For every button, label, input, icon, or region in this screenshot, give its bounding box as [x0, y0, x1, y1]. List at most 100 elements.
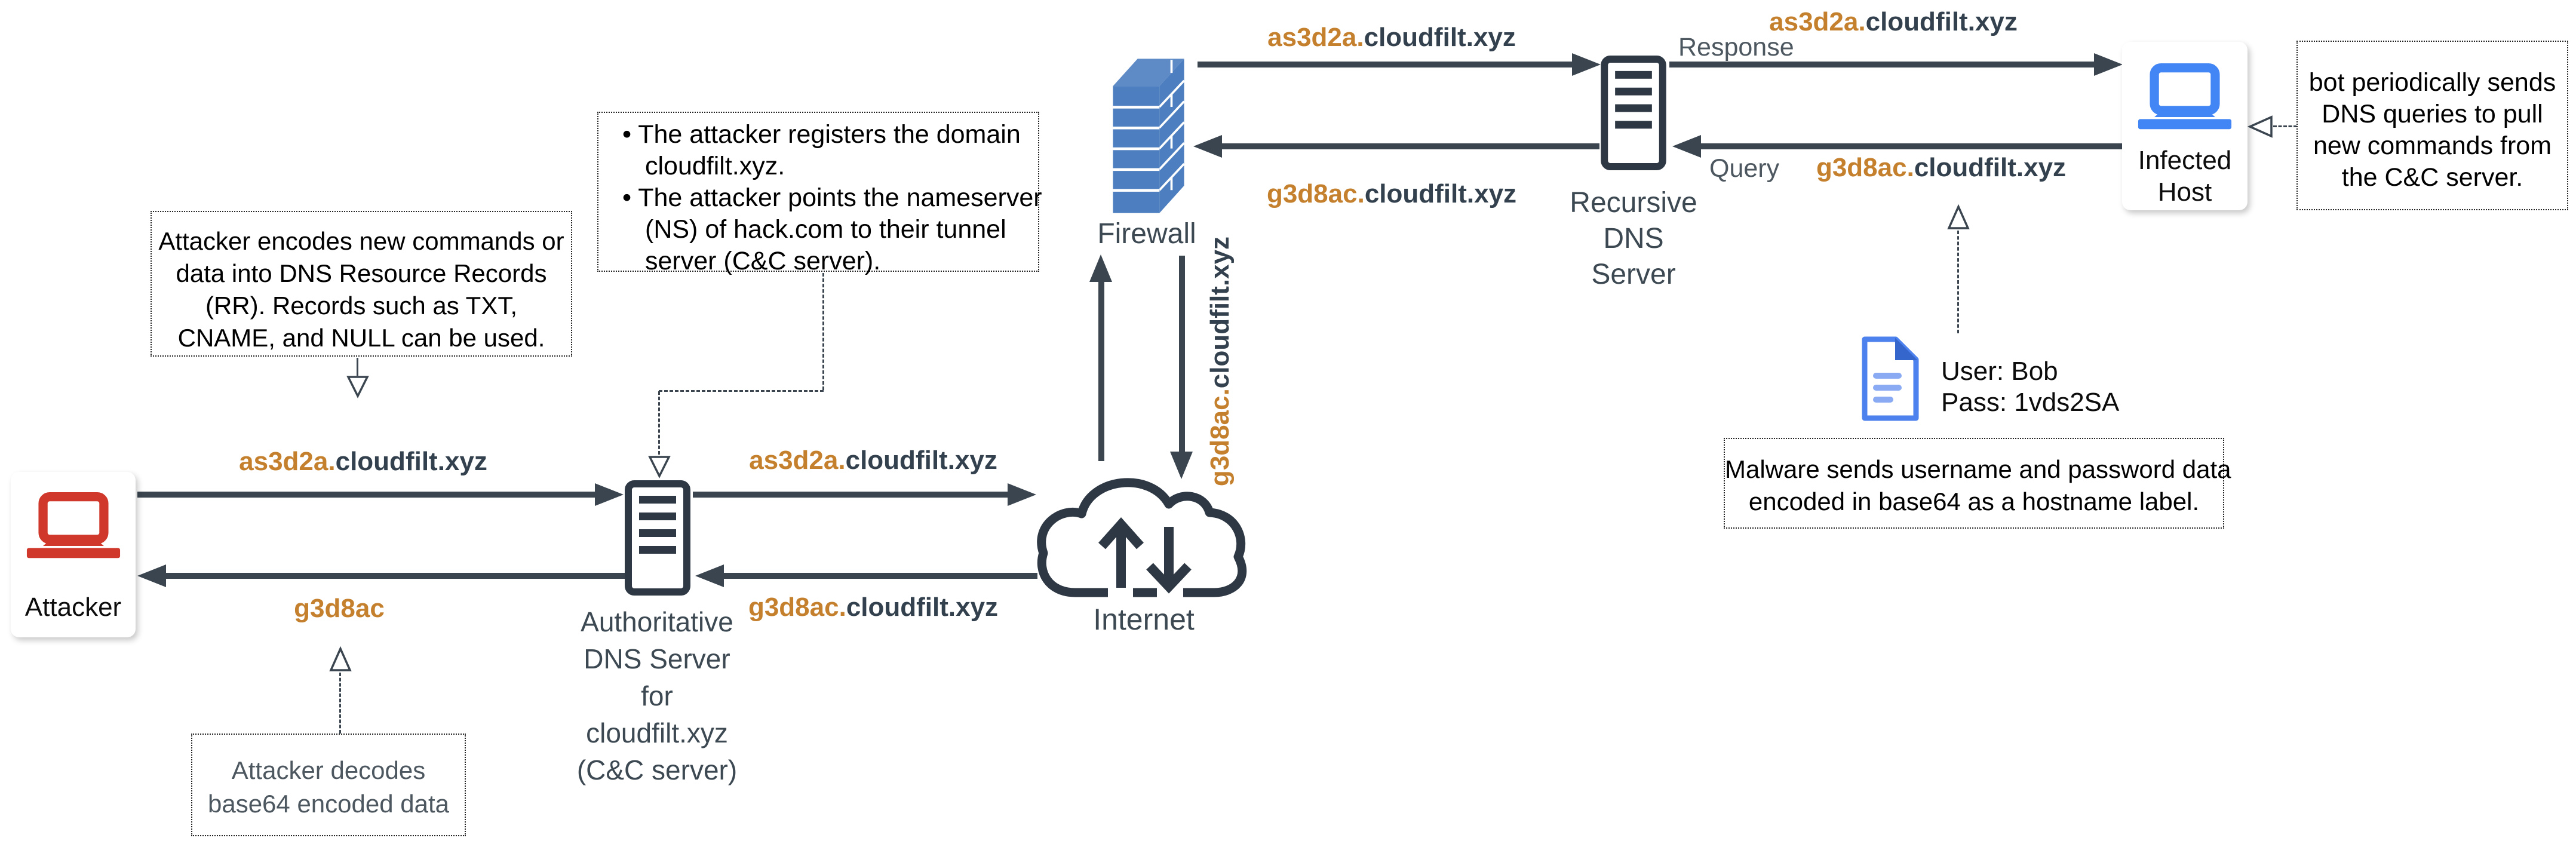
edge-auth-to-attacker-line: [166, 573, 625, 579]
edge-label-firewall-to-recursive: as3d2a.cloudfilt.xyz: [1254, 23, 1529, 53]
domain-text: cloudfilt.xyz: [1364, 23, 1516, 52]
note-line: DNS queries to pull: [2322, 100, 2543, 128]
note-line: • The attacker registers the domain: [622, 120, 1021, 149]
domain-text: cloudfilt.xyz: [1364, 179, 1517, 208]
label-row: Recursive: [1570, 187, 1697, 219]
edge-label-recursive-to-firewall: g3d8ac.cloudfilt.xyz: [1260, 179, 1523, 209]
arrowhead-left-icon: [1672, 135, 1701, 158]
open-arrowhead-up-icon: [1947, 204, 1970, 229]
arrowhead-right-icon: [2094, 53, 2123, 76]
edge-label-auth-to-internet: as3d2a.cloudfilt.xyz: [748, 446, 999, 475]
response-tag: Response: [1678, 33, 1794, 62]
open-arrowhead-left-icon: [2248, 115, 2273, 138]
register-connector-segment: [822, 273, 824, 390]
open-arrowhead-down-icon: [648, 456, 671, 478]
note-line: cloudfilt.xyz.: [645, 152, 785, 180]
edge-label-infected-to-recursive: g3d8ac.cloudfilt.xyz: [1816, 153, 2067, 183]
node-infected-host: Infected Host: [2122, 42, 2248, 210]
domain-text: cloudfilt.xyz: [1205, 236, 1235, 389]
query-tag: Query: [1709, 154, 1780, 183]
note-register-domain: • The attacker registers the domain clou…: [597, 112, 1042, 275]
label-row: DNS: [1603, 223, 1664, 254]
arrowhead-right-icon: [1572, 53, 1601, 76]
subdomain-text: as3d2a.: [1267, 23, 1364, 52]
note-bot-queries: bot periodically sends DNS queries to pu…: [2296, 41, 2568, 210]
edge-auth-to-internet-line: [693, 492, 1008, 498]
note-line: data into DNS Resource Records: [176, 259, 547, 287]
cloud-transfer-icon: [1037, 478, 1247, 597]
subdomain-text: as3d2a.: [239, 447, 336, 476]
edge-recursive-to-firewall-line: [1222, 143, 1599, 149]
note-attacker-encodes: Attacker encodes new commands or data in…: [151, 211, 572, 357]
decode-connector-line: [339, 673, 341, 734]
laptop-icon: [2138, 63, 2232, 130]
open-arrowhead-down-icon: [346, 376, 369, 398]
note-line: Attacker decodes: [231, 756, 426, 784]
label-row: cloudfilt.xyz: [586, 717, 728, 748]
attacker-label: Attacker: [24, 593, 122, 622]
firewall-label: Firewall: [1097, 218, 1196, 250]
recursive-dns-label: Recursive DNS Server: [1535, 185, 1732, 293]
note-line: (NS) of hack.com to their tunnel: [645, 215, 1006, 244]
arrowhead-left-icon: [695, 564, 724, 587]
label-row: DNS Server: [584, 643, 730, 674]
server-tower-icon: [625, 480, 690, 596]
credentials-connector-line: [1957, 231, 1959, 333]
label-row: Infected: [2138, 146, 2232, 175]
subdomain-text: as3d2a.: [749, 446, 846, 475]
edge-firewall-to-recursive-line: [1198, 62, 1572, 67]
edge-label-firewall-internet-vertical: g3d8ac.cloudfilt.xyz: [1205, 236, 1235, 487]
authoritative-dns-label: Authoritative DNS Server for cloudfilt.x…: [552, 603, 762, 788]
domain-text: cloudfilt.xyz: [1914, 153, 2067, 182]
edge-label-auth-to-attacker: g3d8ac: [280, 594, 399, 624]
note-line: • The attacker points the nameserver: [622, 183, 1042, 212]
credentials-pass: Pass: 1vds2SA: [1941, 388, 2120, 417]
note-line: CNAME, and NULL can be used.: [177, 324, 545, 352]
subdomain-text: g3d8ac.: [1266, 179, 1365, 208]
label-row: Authoritative: [581, 606, 733, 637]
note-line: the C&C server.: [2341, 163, 2523, 192]
edge-internet-to-firewall-line: [1098, 281, 1104, 461]
edge-firewall-to-internet-line: [1179, 256, 1185, 453]
note-line: Attacker encodes new commands or: [158, 227, 564, 255]
credentials-user: User: Bob: [1941, 357, 2058, 386]
register-connector-segment: [659, 390, 824, 392]
subdomain-text: as3d2a.: [1769, 7, 1866, 36]
label-row: (C&C server): [576, 754, 738, 785]
document-icon: [1862, 336, 1919, 421]
arrowhead-right-icon: [595, 483, 624, 506]
domain-text: cloudfilt.xyz: [1865, 7, 2018, 36]
laptop-icon: [26, 492, 121, 559]
edge-label-internet-to-auth: g3d8ac.cloudfilt.xyz: [748, 593, 999, 622]
note-malware-sends: Malware sends username and password data…: [1724, 438, 2231, 529]
subdomain-text: g3d8ac.: [748, 593, 846, 622]
server-tower-icon: [1601, 56, 1666, 170]
domain-text: cloudfilt.xyz: [335, 447, 487, 476]
note-line: server (C&C server).: [645, 247, 881, 275]
arrowhead-up-icon: [1089, 254, 1112, 282]
register-connector-segment: [658, 391, 660, 455]
credentials-text: User: Bob Pass: 1vds2SA: [1941, 356, 2119, 418]
edge-internet-to-auth-line: [724, 573, 1037, 579]
note-line: encoded in base64 as a hostname label.: [1748, 487, 2200, 515]
domain-text: cloudfilt.xyz: [845, 446, 997, 475]
brick-wall-icon: [1113, 59, 1185, 213]
arrowhead-left-icon: [1193, 135, 1222, 158]
label-row: for: [641, 680, 673, 711]
note-line: bot periodically sends: [2308, 68, 2556, 97]
edge-attacker-to-auth-line: [137, 492, 595, 498]
subdomain-text: g3d8ac.: [1816, 153, 1914, 182]
note-encodes-connector-line: [357, 358, 358, 376]
subdomain-text: g3d8ac: [294, 594, 385, 623]
internet-label: Internet: [1093, 603, 1195, 636]
infected-host-label: Infected Host: [2122, 145, 2248, 208]
note-line: Malware sends username and password data: [1725, 455, 2231, 483]
bot-connector-line: [2273, 125, 2297, 127]
arrowhead-right-icon: [1008, 483, 1036, 506]
edge-label-recursive-to-infected: as3d2a.cloudfilt.xyz: [1762, 7, 2025, 37]
edge-label-attacker-to-auth: as3d2a.cloudfilt.xyz: [238, 447, 489, 477]
note-line: base64 encoded data: [207, 790, 450, 818]
subdomain-text: g3d8ac.: [1205, 388, 1235, 487]
arrowhead-down-icon: [1170, 452, 1193, 479]
